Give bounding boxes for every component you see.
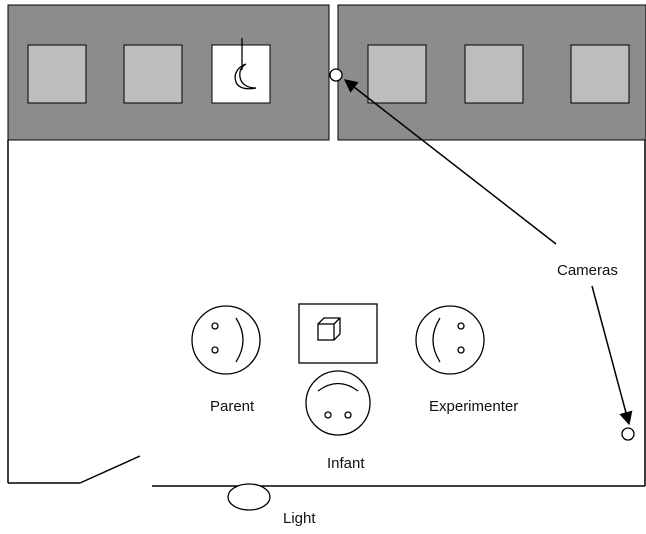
arrow-to-top-camera <box>343 79 557 245</box>
infant-label: Infant <box>327 455 365 472</box>
camera-icon <box>621 427 635 441</box>
camera-icon <box>329 68 343 82</box>
screen-3-active <box>211 44 271 104</box>
experimenter-label: Experimenter <box>429 398 519 415</box>
room-walls <box>7 140 646 487</box>
door <box>79 455 141 484</box>
screen-6 <box>570 44 630 104</box>
parent-face-icon <box>191 305 261 375</box>
arrow-to-corner-camera <box>591 285 633 426</box>
toy-table <box>298 303 378 364</box>
light-label: Light <box>283 510 316 527</box>
infant-face-icon <box>305 370 371 436</box>
cube-toy-icon <box>317 317 341 341</box>
screen-4 <box>367 44 427 104</box>
experimenter-face-icon <box>415 305 485 375</box>
screen-1 <box>27 44 87 104</box>
moon-stimulus-icon <box>234 38 257 90</box>
screen-2 <box>123 44 183 104</box>
parent-label: Parent <box>210 398 255 415</box>
cameras-label: Cameras <box>557 262 618 279</box>
light-icon <box>227 483 271 511</box>
screen-5 <box>464 44 524 104</box>
